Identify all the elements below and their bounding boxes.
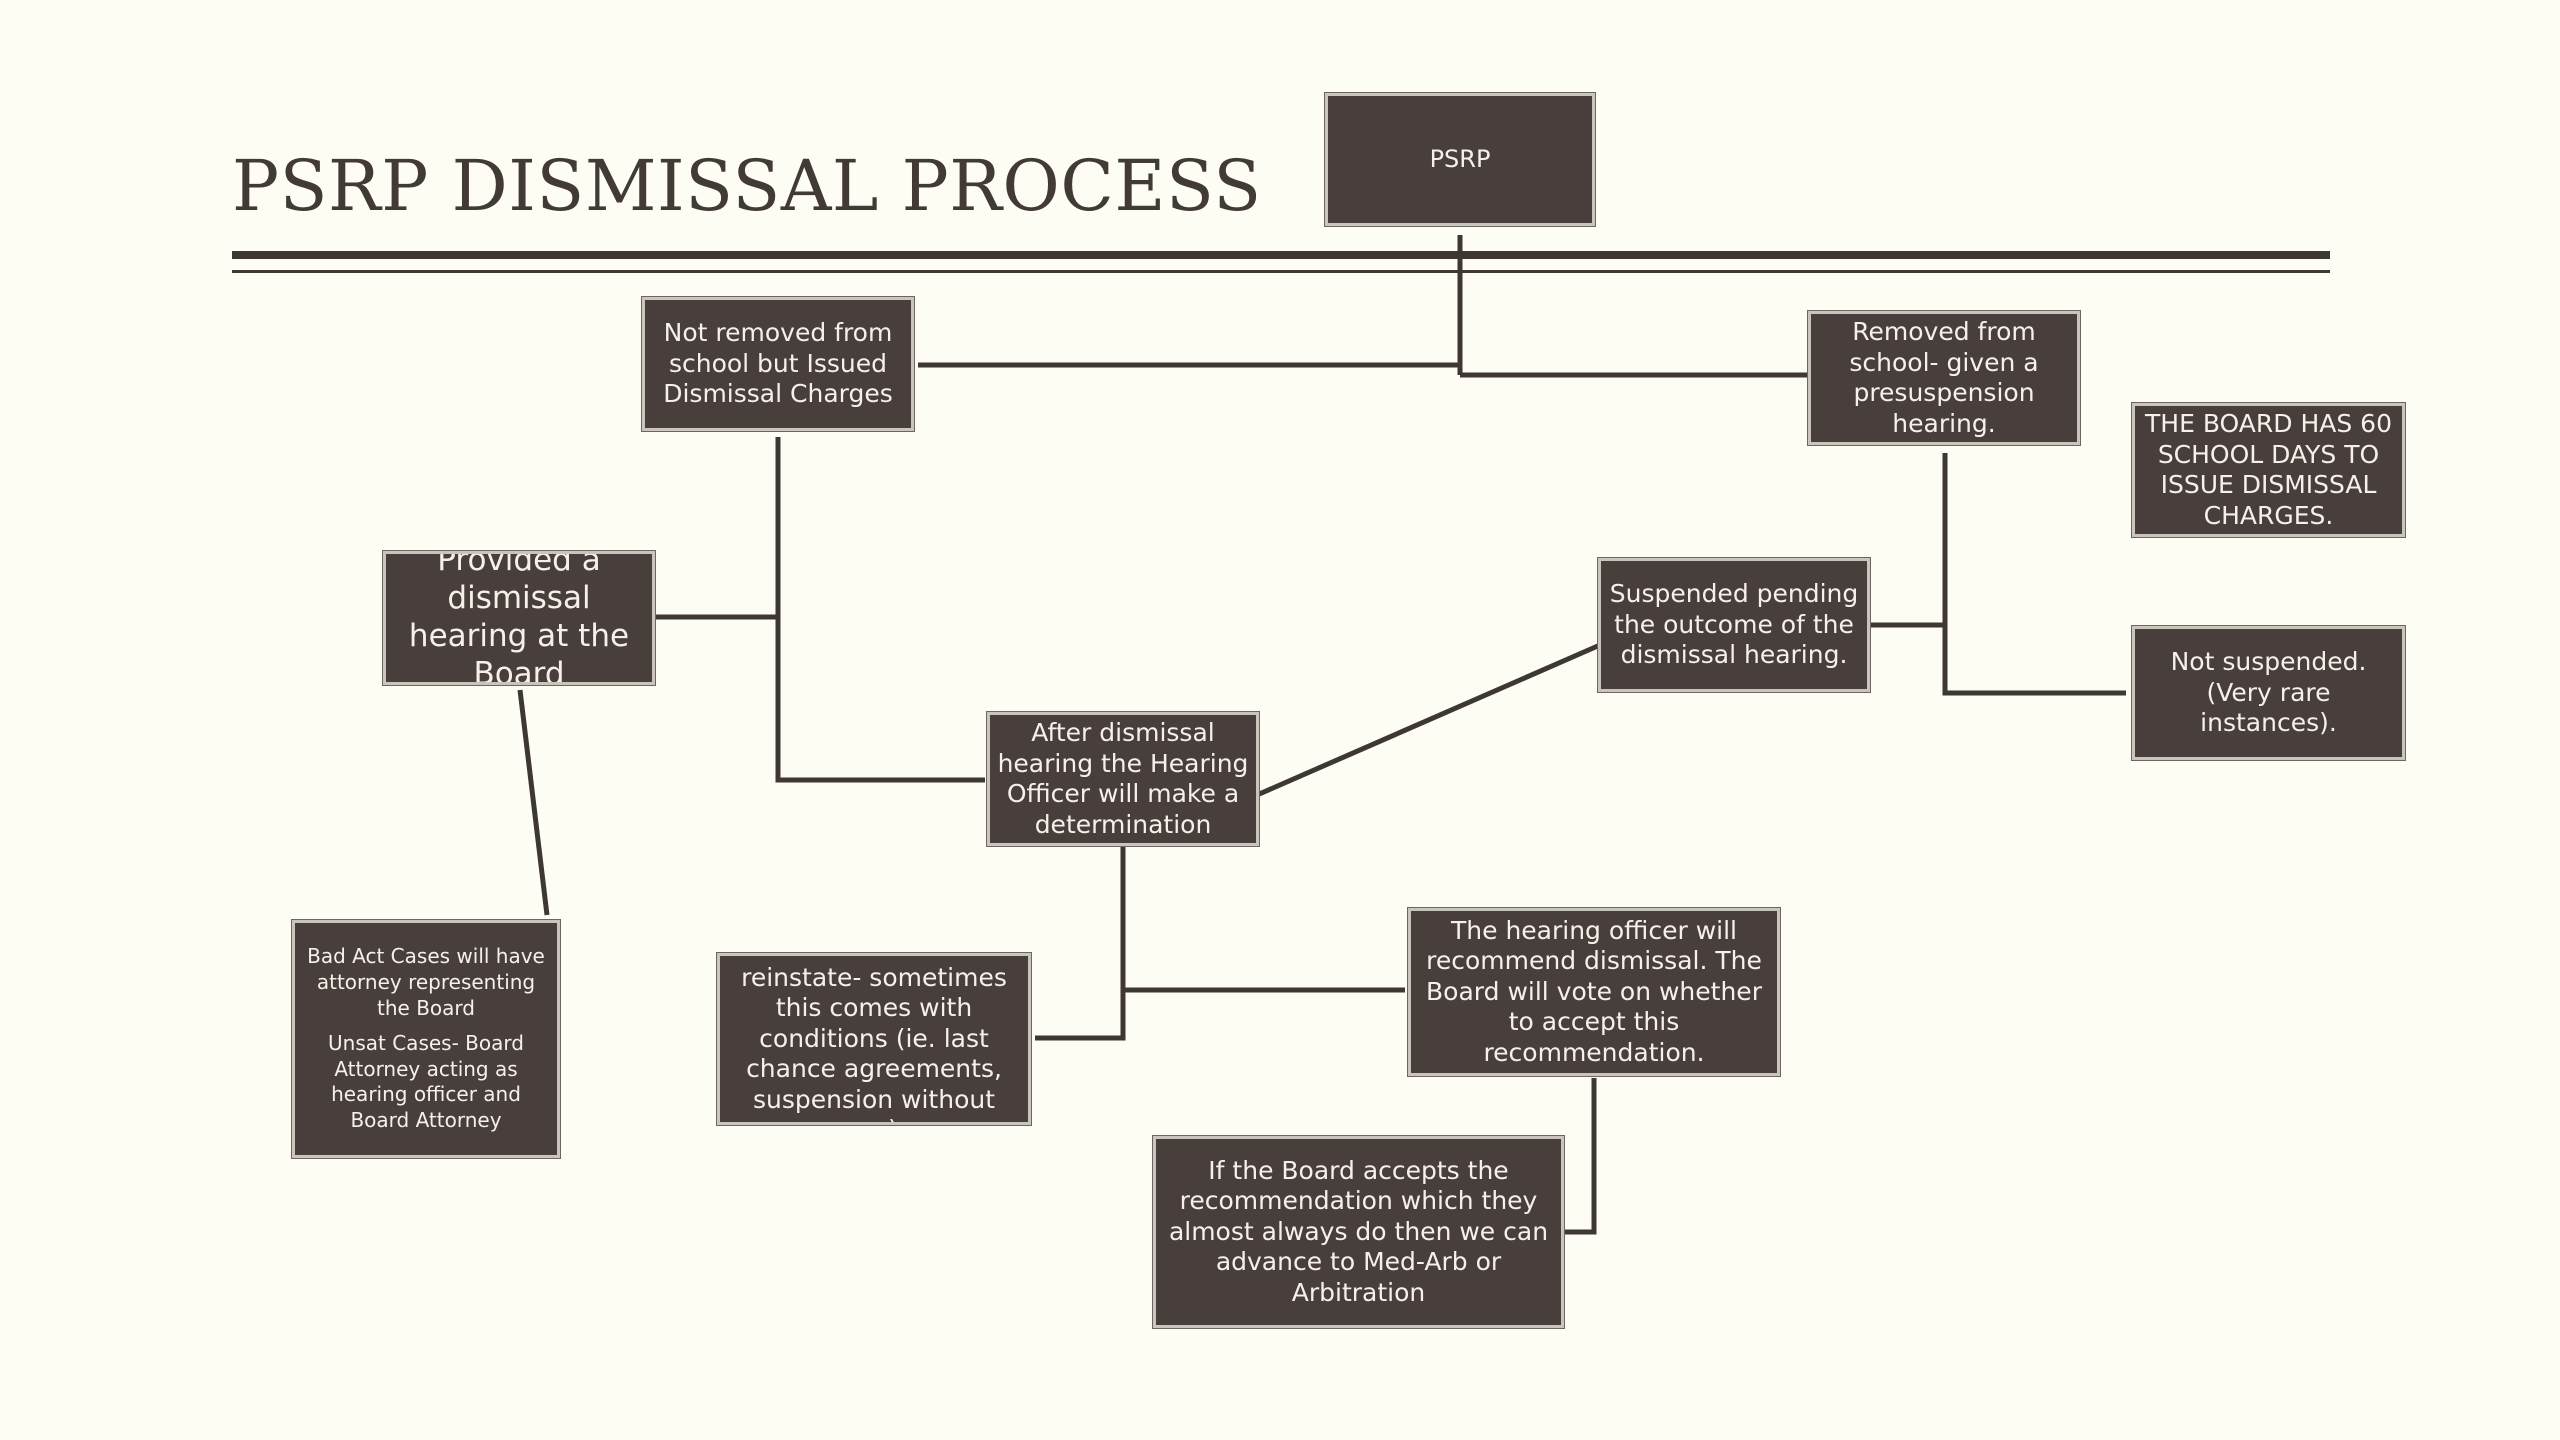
title-rule-thin	[232, 270, 2330, 273]
node-after-hearing-label: After dismissal hearing the Hearing Offi…	[997, 718, 1249, 839]
node-board-accepts-label: If the Board accepts the recommendation …	[1168, 1155, 1549, 1307]
connector-not-removed-after-hearing	[775, 437, 985, 783]
node-provided-hearing-label: Provided a dismissal hearing at the Boar…	[408, 551, 630, 685]
node-board-accepts: If the Board accepts the recommendation …	[1152, 1135, 1565, 1329]
node-bad-act-cases-label: Bad Act Cases will have attorney represe…	[307, 944, 545, 1020]
node-psrp: PSRP	[1324, 92, 1596, 227]
node-provided-hearing: Provided a dismissal hearing at the Boar…	[382, 550, 656, 686]
node-board-60-days: THE BOARD HAS 60 SCHOOL DAYS TO ISSUE DI…	[2131, 402, 2406, 538]
node-board-60-days-label: THE BOARD HAS 60 SCHOOL DAYS TO ISSUE DI…	[2145, 409, 2392, 530]
node-suspended-pending-label: Suspended pending the outcome of the dis…	[1609, 579, 1859, 670]
node-recommend-dismissal-label: The hearing officer will recommend dismi…	[1426, 915, 1762, 1067]
connector-suspended-after-hearing	[1255, 642, 1602, 798]
connector-removed-not-suspended	[1942, 453, 2126, 696]
node-removed-label: Removed from school- given a presuspensi…	[1849, 317, 2039, 438]
node-not-suspended-label: Not suspended. (Very rare instances).	[2170, 647, 2367, 738]
node-suspended-pending: Suspended pending the outcome of the dis…	[1597, 557, 1871, 693]
node-psrp-label: PSRP	[1429, 144, 1491, 173]
node-after-hearing: After dismissal hearing the Hearing Offi…	[986, 711, 1260, 847]
node-board-reinstate-label: The Board will reinstate- sometimes this…	[741, 956, 1007, 1122]
node-not-removed-label: Not removed from school but Issued Dismi…	[663, 318, 893, 409]
connector-recommend-board-accepts	[1565, 1078, 1597, 1235]
title-rule-thick	[232, 251, 2330, 259]
node-unsat-cases-label: Unsat Cases- Board Attorney acting as he…	[328, 1031, 524, 1132]
connector-after-hearing-down	[1035, 847, 1126, 1041]
node-not-removed: Not removed from school but Issued Dismi…	[641, 296, 915, 432]
node-recommend-dismissal: The hearing officer will recommend dismi…	[1407, 907, 1781, 1077]
node-not-suspended: Not suspended. (Very rare instances).	[2131, 625, 2406, 761]
connector-provided-hearing-bad-act	[517, 689, 550, 916]
node-removed: Removed from school- given a presuspensi…	[1807, 310, 2081, 446]
node-board-reinstate: The Board will reinstate- sometimes this…	[716, 952, 1032, 1126]
node-bad-act-unsat-cases: Bad Act Cases will have attorney represe…	[291, 919, 561, 1159]
page-title: PSRP DISMISSAL PROCESS	[232, 145, 1262, 227]
